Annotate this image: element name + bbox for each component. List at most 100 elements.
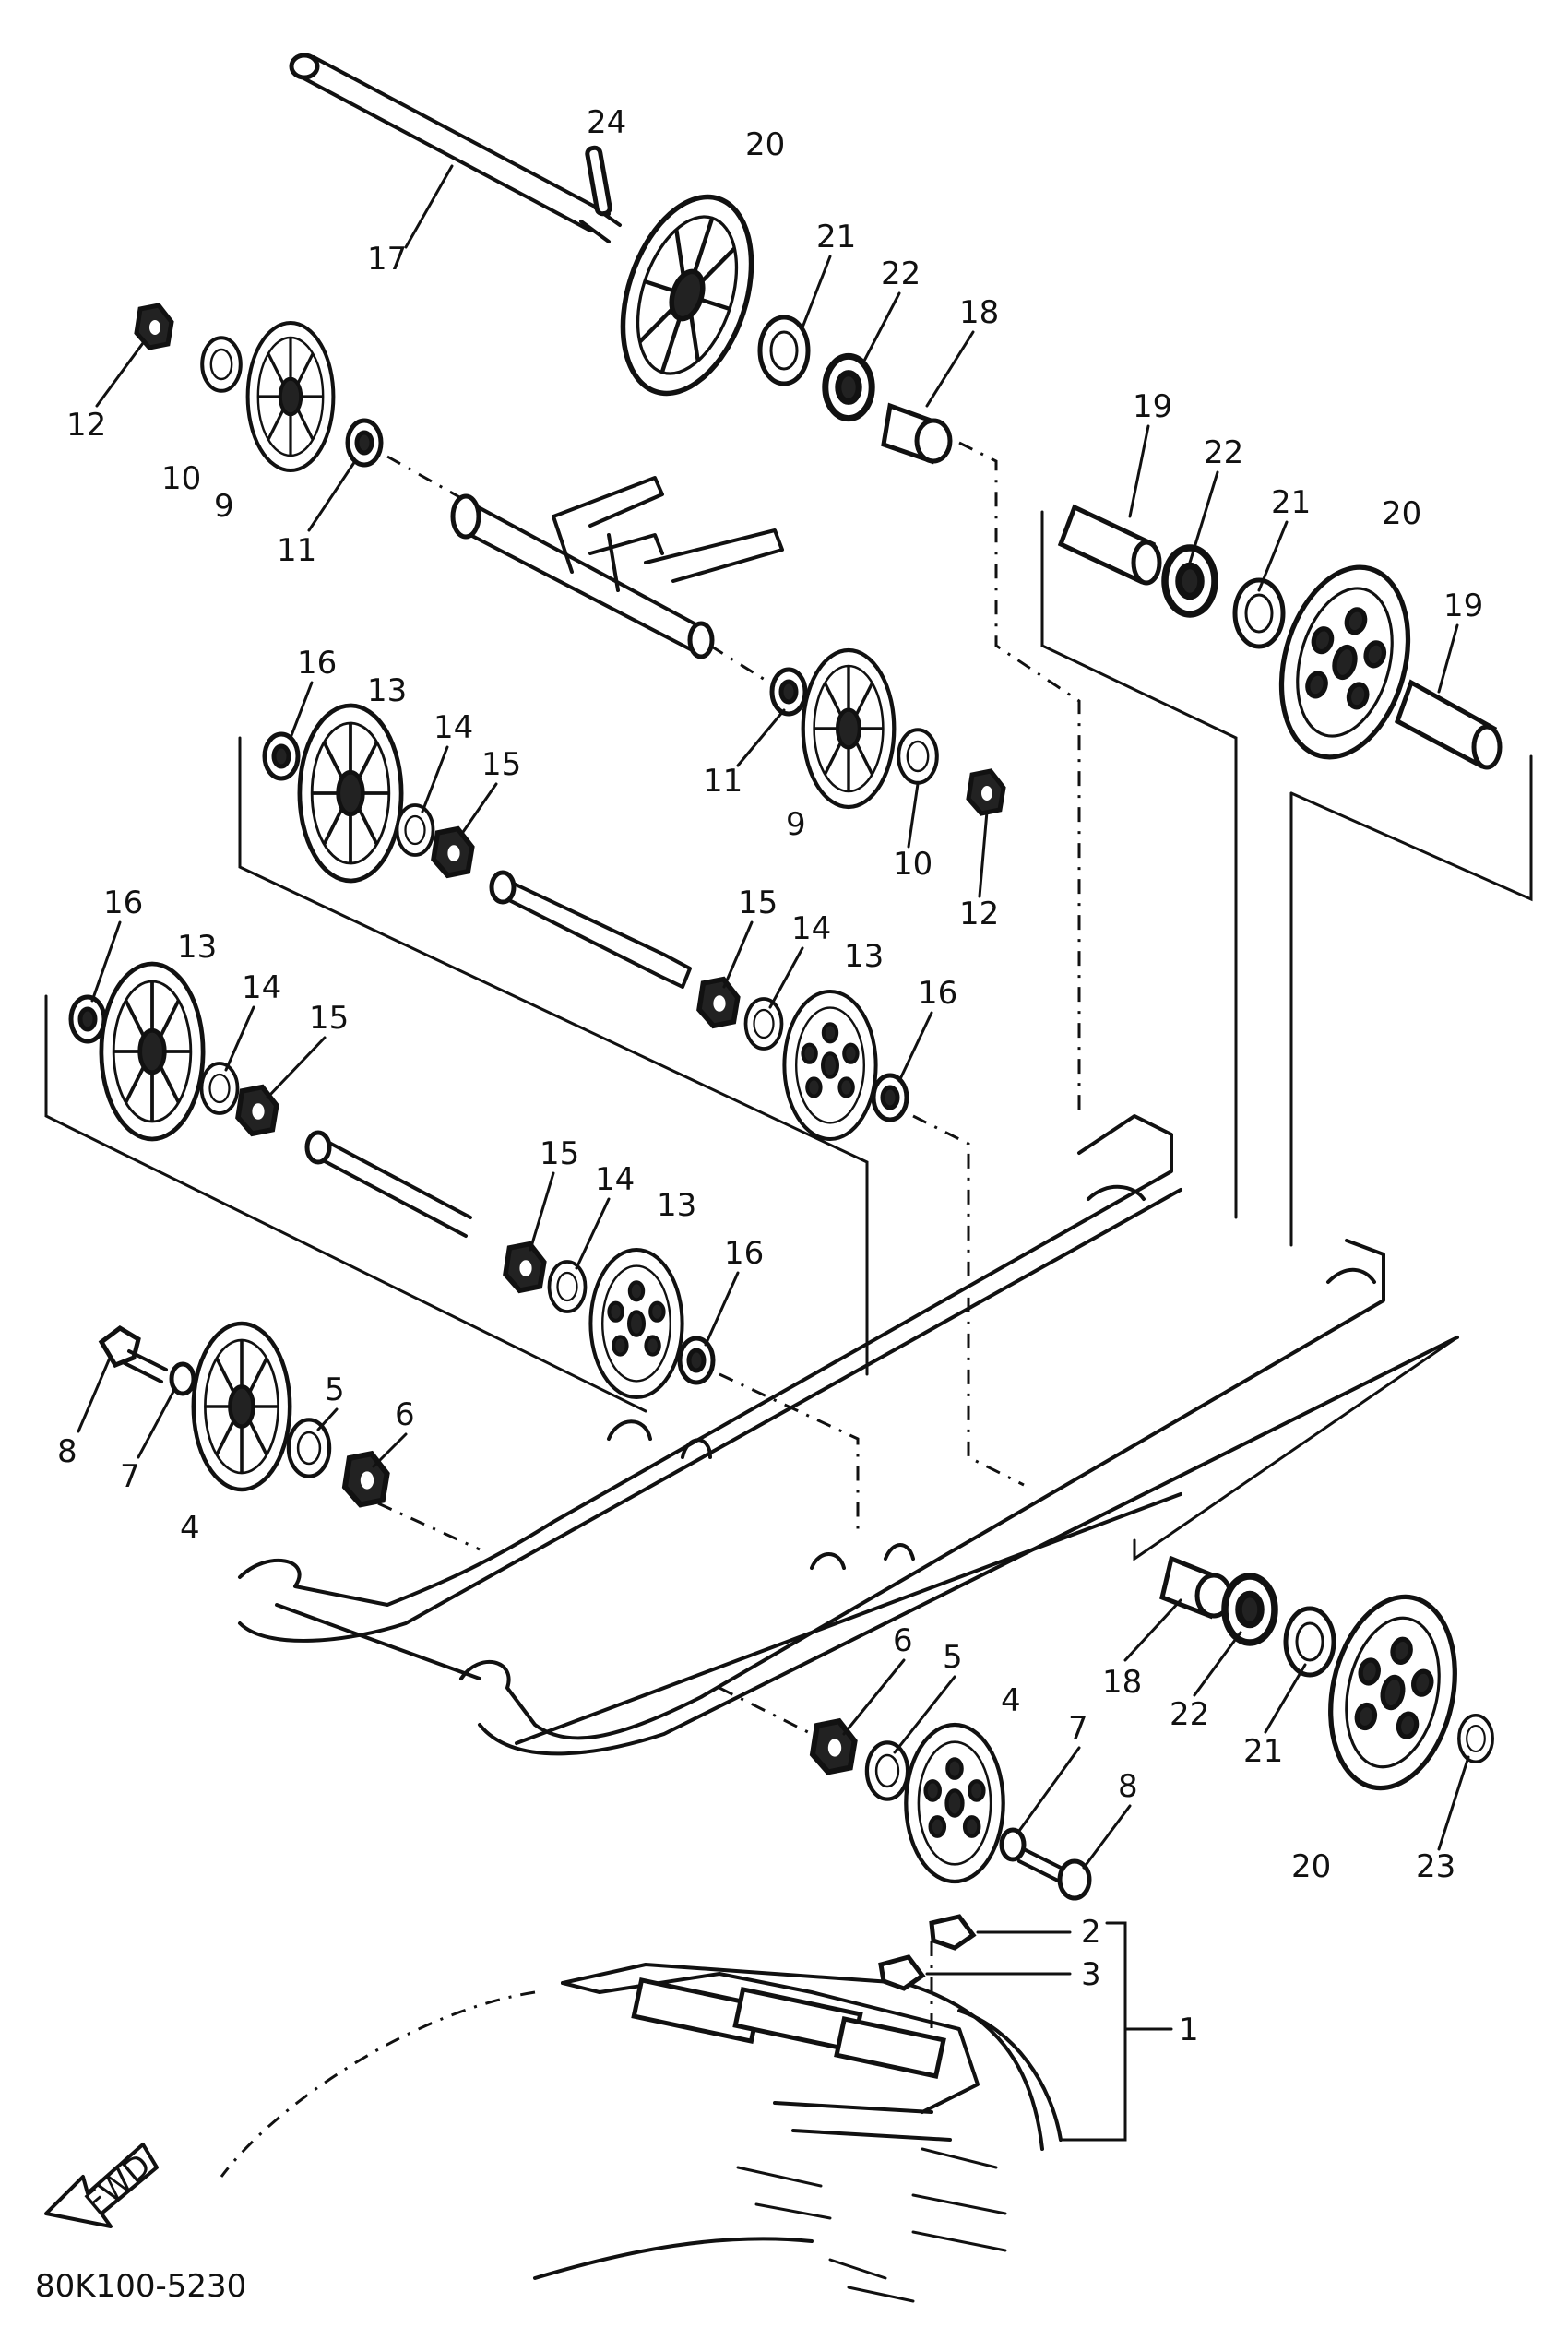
label-5-left: 5 — [325, 1371, 345, 1408]
fwd-label: FWD — [78, 2147, 159, 2223]
shaft-19-lower — [1394, 679, 1503, 770]
idler-wheel-20-lower — [1313, 1585, 1471, 1799]
label-6-left: 6 — [395, 1396, 415, 1433]
label-4-right: 4 — [1001, 1682, 1021, 1719]
wheel-4-left — [194, 1324, 290, 1490]
shaft-19-upper — [1057, 504, 1162, 586]
wheel-4-right — [906, 1725, 1003, 1882]
bearing-14-c — [199, 1062, 240, 1115]
label-23: 23 — [1416, 1848, 1455, 1885]
callout-labels: 24 20 17 21 22 18 12 10 9 11 19 22 21 20… — [57, 104, 1483, 2048]
wheel-9-right — [803, 650, 895, 807]
spacer-22-right — [1165, 548, 1215, 614]
label-12-right: 12 — [959, 896, 999, 932]
label-6-right: 6 — [893, 1622, 913, 1659]
fwd-arrow-icon — [44, 2143, 159, 2228]
label-11-right: 11 — [703, 763, 742, 800]
cap-23 — [1457, 1714, 1494, 1763]
label-16-d: 16 — [724, 1235, 764, 1272]
label-21-lower: 21 — [1243, 1733, 1283, 1770]
bearing-14-a — [395, 803, 435, 857]
bearing-21-upper — [760, 317, 808, 384]
label-8-right: 8 — [1118, 1768, 1138, 1805]
clip-3 — [878, 1954, 926, 1991]
idler-wheel-20-right — [1262, 553, 1428, 772]
bearing-21-lower — [1286, 1609, 1334, 1675]
label-13-b: 13 — [844, 938, 884, 975]
nut-6-left — [345, 1454, 387, 1504]
shaft-middle — [489, 870, 692, 989]
bearing-10-left — [202, 338, 241, 391]
label-16-a: 16 — [297, 645, 337, 682]
spacer-22-lower — [1225, 1576, 1275, 1643]
label-15-a: 15 — [481, 746, 521, 783]
bearing-14-d — [547, 1260, 588, 1313]
label-19-top: 19 — [1133, 388, 1172, 425]
wheel-13-d — [590, 1250, 682, 1397]
label-14-d: 14 — [595, 1161, 635, 1198]
label-12-left: 12 — [66, 407, 106, 444]
label-10-right: 10 — [893, 846, 932, 883]
washer-7-left — [169, 1361, 196, 1396]
label-18-top: 18 — [959, 294, 999, 331]
bearing-5-left — [289, 1419, 329, 1476]
collar-16-a — [265, 734, 298, 778]
label-16-c: 16 — [103, 885, 143, 921]
label-15-c: 15 — [309, 1000, 349, 1037]
bearing-5-right — [867, 1742, 908, 1799]
slide-rail-frame — [238, 1114, 1459, 1756]
label-22-lower: 22 — [1170, 1696, 1209, 1733]
label-14-b: 14 — [791, 910, 831, 947]
upper-arm — [450, 476, 784, 659]
spacer-22-upper — [826, 356, 872, 418]
label-21-right: 21 — [1271, 484, 1311, 521]
collar-18-lower — [1159, 1555, 1233, 1620]
label-3: 3 — [1081, 1956, 1101, 1993]
collar-11-right — [772, 670, 805, 714]
label-20-top: 20 — [745, 126, 785, 163]
wheel-13-c — [101, 964, 203, 1139]
wheel-13-b — [784, 991, 875, 1139]
label-15-d: 15 — [540, 1135, 579, 1172]
collar-16-b — [873, 1075, 907, 1120]
label-9-left: 9 — [214, 488, 234, 525]
label-20-lower: 20 — [1291, 1848, 1331, 1885]
label-15-b: 15 — [738, 885, 778, 921]
label-9-right: 9 — [786, 806, 806, 843]
clip-2 — [929, 1914, 977, 1951]
label-4-left: 4 — [180, 1510, 200, 1547]
label-10-left: 10 — [161, 460, 201, 497]
label-16-b: 16 — [918, 975, 957, 1012]
upper-idler-wheel-20 — [600, 181, 774, 410]
label-7-right: 7 — [1068, 1710, 1088, 1747]
label-20-right: 20 — [1382, 495, 1421, 532]
bolt-8-right — [1017, 1847, 1092, 1901]
collar-11-left — [348, 421, 381, 465]
label-22-right: 22 — [1204, 434, 1243, 471]
label-14-c: 14 — [242, 969, 281, 1006]
nut-12-right — [968, 771, 1004, 813]
shaft-lower — [304, 1130, 472, 1238]
diagram-code: 80K100-5230 — [35, 2268, 246, 2305]
collar-16-d — [680, 1338, 713, 1383]
label-14-a: 14 — [434, 709, 473, 746]
label-13-a: 13 — [367, 672, 407, 709]
label-19-right: 19 — [1443, 588, 1483, 624]
nut-12-left — [137, 305, 172, 348]
label-13-d: 13 — [657, 1187, 696, 1224]
collar-16-c — [71, 997, 104, 1041]
collar-15-b — [699, 980, 738, 1027]
label-17: 17 — [367, 241, 407, 278]
collar-15-a — [434, 829, 472, 876]
label-22-top: 22 — [881, 255, 921, 292]
collar-15-d — [505, 1244, 544, 1291]
label-21-top: 21 — [816, 219, 856, 255]
label-24: 24 — [587, 104, 626, 141]
axle-17 — [289, 53, 622, 243]
label-11-left: 11 — [277, 532, 316, 569]
wheel-13-a — [300, 706, 401, 881]
label-13-c: 13 — [177, 929, 217, 966]
label-18-lower: 18 — [1102, 1664, 1142, 1701]
label-5-right: 5 — [943, 1639, 963, 1676]
